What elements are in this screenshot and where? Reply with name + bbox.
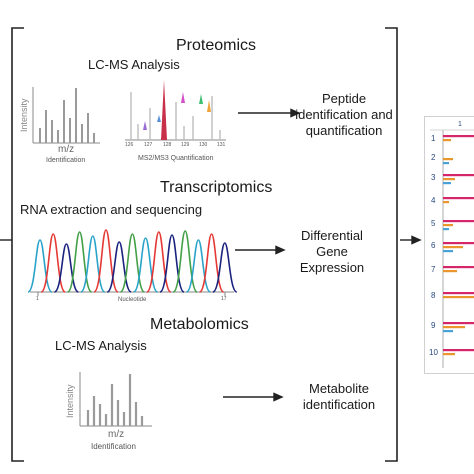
ms-tick-128: 128 [163, 142, 172, 148]
metabolomics-output-line-1: Metabolite [309, 381, 369, 396]
integration-bar [443, 349, 474, 352]
ms-tick-131: 131 [217, 142, 226, 148]
integration-bar [443, 197, 474, 200]
integration-bar [443, 174, 474, 177]
proteomics-output-line-2: identification and [295, 107, 393, 122]
integration-bar [443, 296, 474, 299]
integration-bar [443, 158, 453, 161]
integration-row-label: 9 [431, 321, 436, 330]
integration-bar [443, 178, 455, 181]
ms-tick-129: 129 [181, 142, 190, 148]
integration-bar [443, 326, 465, 329]
ms-tick-127: 127 [144, 142, 153, 148]
integration-bar [443, 135, 474, 138]
chromatogram-peak [80, 235, 106, 293]
integration-bar [443, 220, 474, 223]
chromatogram-peak [185, 239, 212, 293]
chromatogram-tick-start: 1 [36, 296, 39, 302]
transcriptomics-output-line-1: Differential [301, 228, 363, 243]
transcriptomics-method: RNA extraction and sequencing [20, 202, 203, 217]
integration-bar [443, 201, 449, 204]
proteomics-title: Proteomics [176, 37, 257, 54]
transcriptomics-output-line-2: Gene [316, 244, 348, 259]
metabolomics-output-line-2: identification [302, 397, 376, 412]
integration-bar [443, 353, 455, 356]
integration-row-label: 7 [431, 265, 436, 274]
integration-bar [443, 266, 474, 269]
integration-bar [443, 228, 449, 231]
integration-row-label: 3 [431, 173, 436, 182]
integration-bar [443, 224, 453, 227]
transcriptomics-title: Transcriptomics [160, 179, 273, 196]
integration-bar [443, 322, 474, 325]
integration-row-label: 2 [431, 153, 436, 162]
chromatogram-xlabel: Nucleotide [118, 297, 147, 303]
integration-bar [443, 246, 463, 249]
metabolomics-caption: Identification [91, 442, 136, 451]
integration-bar [443, 139, 451, 142]
integration-bar [443, 242, 474, 245]
chromatogram-peak [159, 234, 185, 293]
integration-row-label: 8 [431, 291, 436, 300]
metabolomics-title: Metabolomics [150, 316, 249, 333]
integration-bar [443, 270, 457, 273]
ms-tick-126: 126 [125, 142, 134, 148]
left-bracket [11, 27, 24, 462]
right-bracket [385, 27, 398, 462]
integration-top-tick: 1 [458, 121, 462, 128]
integration-bar [443, 292, 474, 295]
chromatogram-peak [53, 243, 80, 293]
integration-bar [443, 330, 453, 333]
chromatogram-peak [27, 239, 53, 293]
transcriptomics-output: Differential Gene Expression [274, 228, 390, 276]
proteomics-output-line-3: quantification [305, 123, 383, 138]
proteomics-output: Peptide identification and quantificatio… [274, 91, 414, 139]
integration-row-label: 4 [431, 196, 436, 205]
integration-row-label: 10 [429, 348, 438, 357]
chromatogram-peak [212, 242, 238, 293]
integration-row-label: 5 [431, 219, 436, 228]
ms2ms3-caption: MS2/MS3 Quantification [138, 155, 214, 162]
ms-tick-130: 130 [199, 142, 208, 148]
integration-row-label: 1 [431, 134, 436, 143]
proteomics-method: LC-MS Analysis [88, 57, 180, 72]
chromatogram-peak [132, 237, 159, 293]
proteomics-caption: Identification [46, 157, 86, 164]
metabolomics-method: LC-MS Analysis [55, 338, 147, 353]
transcriptomics-output-line-3: Expression [299, 260, 365, 275]
integration-bar [443, 250, 453, 253]
integration-bar [443, 182, 451, 185]
integration-bar [443, 162, 449, 165]
integration-row-label: 6 [431, 241, 436, 250]
metabolomics-xlabel: m/z [108, 429, 125, 440]
chromatogram-tick-end: 17 [221, 296, 227, 302]
metabolomics-output: Metabolite identification [284, 381, 394, 413]
proteomics-xlabel: m/z [58, 144, 75, 155]
chromatogram-peak [106, 241, 132, 293]
proteomics-output-line-1: Peptide [321, 91, 367, 106]
